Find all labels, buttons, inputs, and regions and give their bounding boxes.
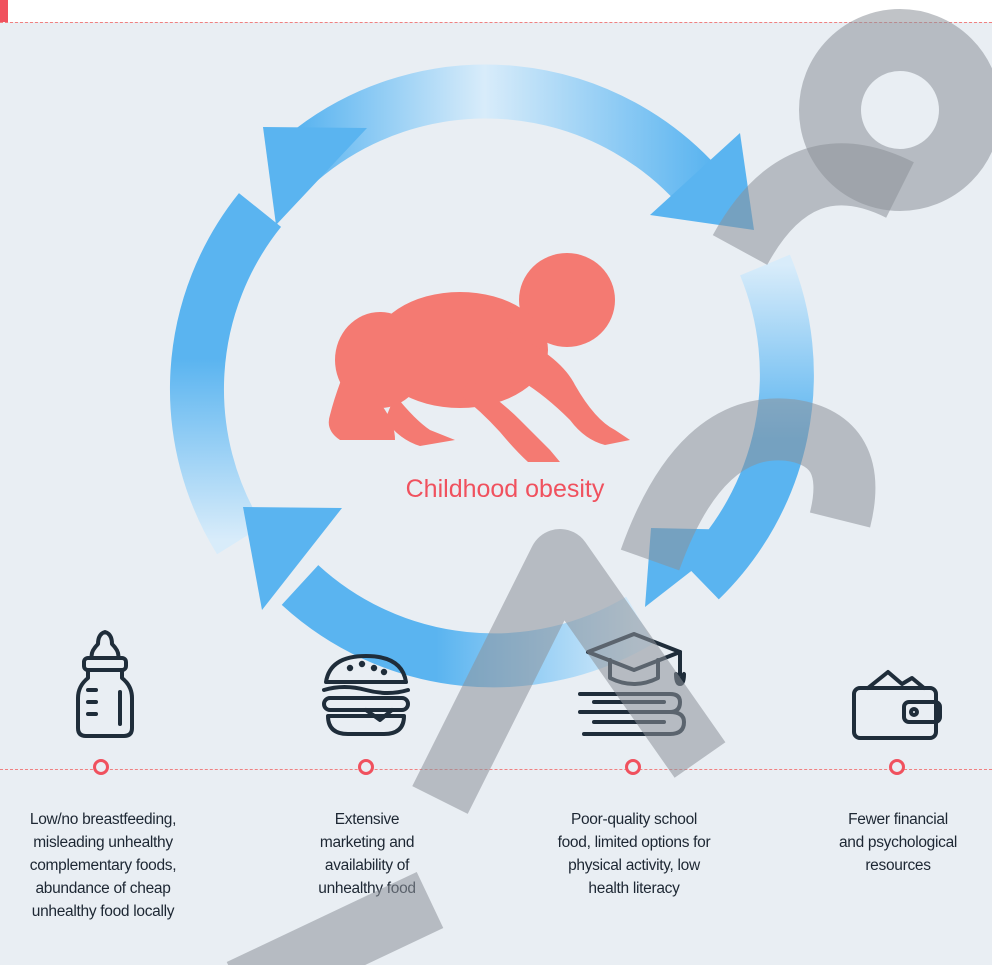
timeline-marker	[625, 759, 641, 775]
timeline-marker	[889, 759, 905, 775]
factor-line: and psychological	[838, 834, 958, 851]
top-dashed-divider	[0, 22, 992, 23]
cycle-arc-left	[169, 193, 282, 555]
center-label: Childhood obesity	[405, 475, 605, 503]
cycle-arc-top	[282, 64, 732, 217]
burger-icon	[322, 654, 410, 736]
factor-line: availability of	[324, 857, 410, 874]
cycle-arrowhead-top-left	[263, 127, 367, 225]
cycle-arrowhead-bottom-left	[243, 507, 342, 610]
factor-line: unhealthy food locally	[31, 903, 175, 920]
factor-line: food, limited options for	[557, 834, 711, 851]
graduation-cap-books-icon	[578, 632, 686, 736]
factor-line: health literacy	[588, 880, 680, 897]
factor-line: misleading unhealthy	[33, 834, 173, 851]
factor-line: physical activity, low	[568, 857, 700, 874]
factor-resources: Fewer financial and psychological resour…	[798, 808, 992, 877]
factor-line: abundance of cheap	[35, 880, 171, 897]
factor-line: Fewer financial	[848, 811, 948, 828]
factor-marketing: Extensive marketing and availability of …	[267, 808, 467, 900]
crawling-baby-icon	[328, 253, 630, 462]
factor-school: Poor-quality school food, limited option…	[534, 808, 734, 900]
accent-marker	[0, 0, 8, 22]
baby-bottle-icon	[76, 630, 134, 738]
factor-line: Poor-quality school	[570, 811, 698, 828]
factor-line: marketing and	[319, 834, 415, 851]
timeline-marker	[93, 759, 109, 775]
factor-breastfeeding: Low/no breastfeeding, misleading unhealt…	[3, 808, 203, 923]
factor-line: complementary foods,	[29, 857, 177, 874]
timeline-marker	[358, 759, 374, 775]
factor-line: unhealthy food	[318, 880, 416, 897]
factor-line: Extensive	[334, 811, 400, 828]
wallet-icon	[852, 670, 942, 740]
factor-line: Low/no breastfeeding,	[29, 811, 177, 828]
factor-line: resources	[865, 857, 931, 874]
top-bar	[0, 0, 992, 22]
timeline-dashed-line	[0, 769, 992, 770]
